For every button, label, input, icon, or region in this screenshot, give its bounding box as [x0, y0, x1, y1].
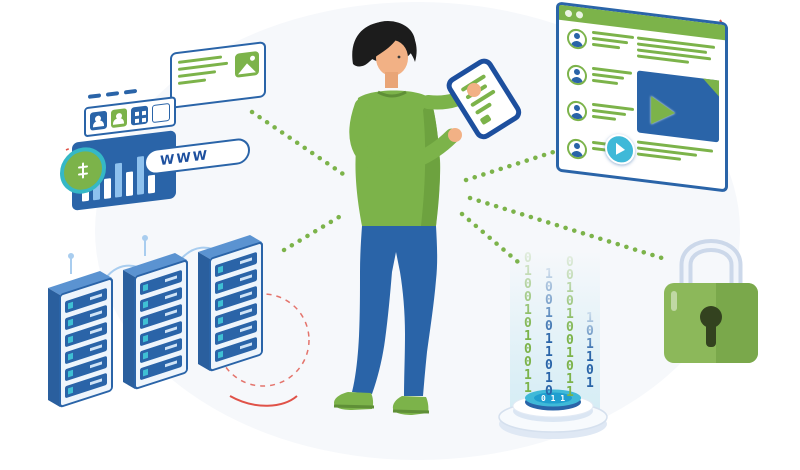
- user-icon: [90, 110, 107, 131]
- user-avatar-icon: [567, 27, 587, 51]
- text-lines: [592, 30, 634, 54]
- text-lines: [592, 66, 632, 90]
- user-list-item: [567, 63, 632, 92]
- text-line: [178, 61, 228, 71]
- user-list-item: [567, 27, 634, 56]
- binary-column: 0 0 1 0 1 0 0 1 0 1 1: [566, 255, 574, 400]
- binary-column: 1 0 1 1 0 1: [586, 311, 594, 391]
- corner-fold-icon: [703, 78, 719, 97]
- arrow-icon: [651, 96, 675, 128]
- user-icon: [110, 108, 127, 129]
- dashboard-illustration: WWW: [60, 39, 282, 215]
- blank-tile: [151, 102, 170, 124]
- binary-column: 0 1 0 0 1 0 1 0 0 1 1: [524, 251, 532, 396]
- article-text-lines: [637, 36, 719, 70]
- text-line: [178, 78, 206, 85]
- user-avatar-icon: [567, 99, 587, 123]
- server-tower: [48, 271, 113, 408]
- www-label: WWW: [160, 147, 210, 169]
- binary-glow: [510, 250, 600, 412]
- text-lines: [592, 102, 634, 126]
- mini-browser-card: [170, 41, 266, 109]
- picture-icon: [235, 50, 259, 78]
- dash-marks-icon: [88, 88, 137, 99]
- binary-column: 1 0 0 1 0 1 1 0 1 0: [545, 267, 553, 399]
- user-avatar-icon: [567, 137, 587, 161]
- coin-icon: [60, 144, 106, 197]
- user-list-item: [567, 99, 634, 128]
- footer-text-lines: [637, 140, 719, 168]
- window-dot-icon: [576, 10, 583, 19]
- grid-icon: [131, 105, 148, 126]
- text-line: [178, 70, 216, 78]
- video-block: [637, 70, 719, 143]
- browser-window: [556, 1, 728, 193]
- window-dot-icon: [565, 9, 572, 18]
- user-avatar-icon: [567, 63, 587, 87]
